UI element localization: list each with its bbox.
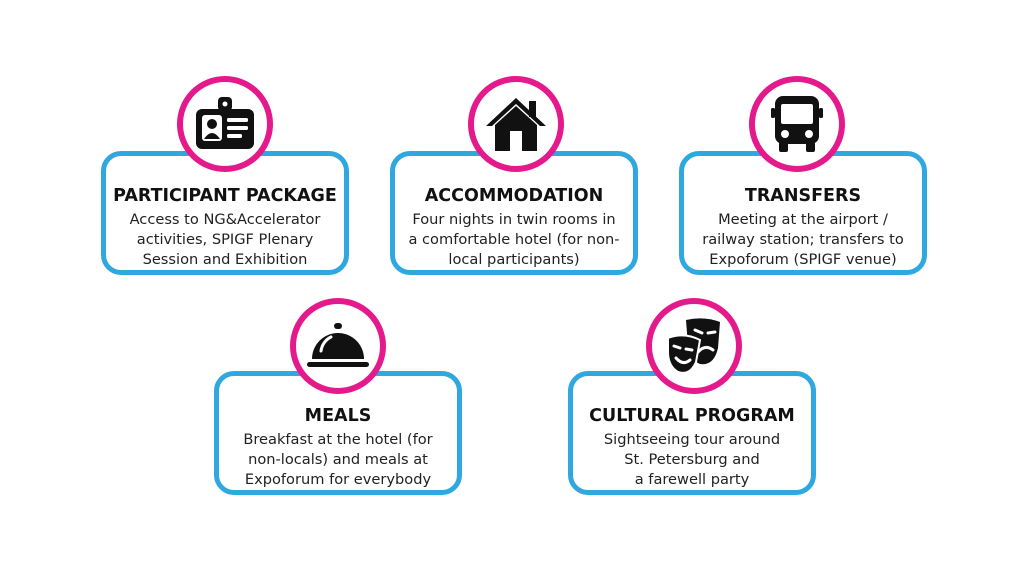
icon-ring-transfers bbox=[749, 76, 845, 172]
card-description: Access to NG&Accelerator activities, SPI… bbox=[106, 210, 344, 270]
card-description-line: Expoforum for everybody bbox=[244, 471, 432, 488]
card-description: Meeting at the airport / railway station… bbox=[684, 210, 922, 270]
bus-icon bbox=[771, 96, 823, 152]
card-description-line: a farewell party bbox=[634, 471, 750, 488]
card-description: Four nights in twin rooms in a comfortab… bbox=[395, 210, 633, 270]
card-description-line: a comfortable hotel (for non- bbox=[408, 231, 620, 248]
card-title: PARTICIPANT PACKAGE bbox=[113, 186, 337, 206]
card-title: TRANSFERS bbox=[744, 186, 862, 206]
card-title: ACCOMMODATION bbox=[424, 186, 604, 206]
card-description-line: railway station; transfers to bbox=[702, 231, 904, 248]
card-description-line: Four nights in twin rooms in bbox=[412, 211, 616, 228]
icon-ring-cultural-program bbox=[646, 298, 742, 394]
card-description-line: activities, SPIGF Plenary bbox=[136, 231, 314, 248]
card-title: MEALS bbox=[304, 406, 372, 426]
card-description-line: St. Petersburg and bbox=[624, 451, 760, 468]
card-description-line: Breakfast at the hotel (for bbox=[243, 431, 433, 448]
card-accommodation: ACCOMMODATION Four nights in twin rooms … bbox=[390, 151, 638, 275]
card-description: Breakfast at the hotel (for non-locals) … bbox=[219, 430, 457, 490]
card-description: Sightseeing tour around St. Petersburg a… bbox=[573, 430, 811, 490]
card-description-line: Meeting at the airport / bbox=[718, 211, 888, 228]
food-cloche-icon bbox=[307, 323, 369, 367]
card-description-line: local participants) bbox=[448, 251, 580, 268]
card-description-line: Session and Exhibition bbox=[142, 251, 308, 268]
card-description-line: Sightseeing tour around bbox=[603, 431, 781, 448]
card-description-line: Access to NG&Accelerator bbox=[129, 211, 321, 228]
card-title: CULTURAL PROGRAM bbox=[589, 406, 795, 426]
card-description-line: non-locals) and meals at bbox=[248, 451, 428, 468]
theater-masks-icon bbox=[667, 318, 720, 374]
icon-ring-participant-package bbox=[177, 76, 273, 172]
house-icon bbox=[486, 98, 546, 151]
icon-ring-meals bbox=[290, 298, 386, 394]
card-description-line: Expoforum (SPIGF venue) bbox=[709, 251, 897, 268]
icon-ring-accommodation bbox=[468, 76, 564, 172]
id-badge-icon bbox=[196, 97, 254, 149]
